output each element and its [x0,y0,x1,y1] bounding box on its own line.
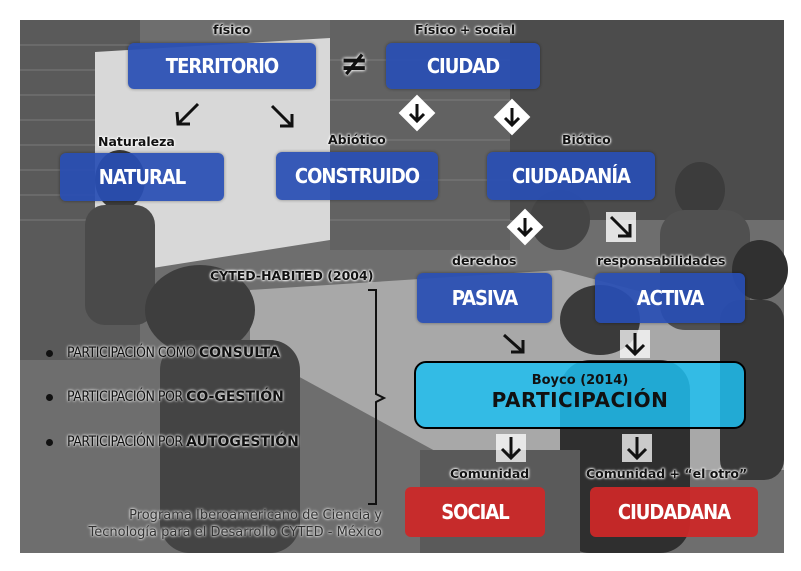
list-item-prefix: PARTICIPACIÓN POR [67,434,187,450]
not-equal-symbol: ≠ [340,44,369,84]
arrow-down-icon [503,107,521,128]
arrow-down-right-icon [270,104,294,128]
participacion-citation: Boyco (2014) [531,373,629,388]
list-item-prefix: PARTICIPACIÓN POR [67,389,187,405]
list-item-keyword: CONSULTA [198,345,281,361]
arrow-down-icon [622,434,652,462]
pasiva-box: PASIVA [417,273,552,323]
arrow-down-icon [496,434,526,462]
list-item-keyword: CO-GESTIÓN [186,389,284,405]
list-item: PARTICIPACIÓN COMO CONSULTA [46,345,280,361]
construido-caption: Abiótico [328,132,386,147]
construido-box: CONSTRUIDO [276,152,438,200]
arrow-chip-ciudad-ciudadania [493,98,531,136]
ciudadana-box: CIUDADANA [590,487,758,537]
footer-line-2: Tecnología para el Desarrollo CYTED - Mé… [88,525,383,540]
territorio-box: TERRITORIO [128,43,316,89]
list-item: PARTICIPACIÓN POR AUTOGESTIÓN [46,434,299,450]
arrow-down-right-icon [606,212,636,242]
arrow-down-icon [408,103,426,124]
list-item-keyword: AUTOGESTIÓN [186,434,299,450]
list-item: PARTICIPACIÓN POR CO-GESTIÓN [46,389,284,405]
ciudadania-box: CIUDADANÍA [487,152,655,200]
activa-caption: responsabilidades [597,253,726,268]
arrow-chip-ciudad-construido [398,94,436,132]
pasiva-caption: derechos [452,253,517,268]
social-box: SOCIAL [405,487,545,537]
footer-credit: Programa Iberoamericano de Ciencia y Tec… [6,507,383,541]
arrow-down-icon [516,218,534,238]
right-brace-icon [368,289,387,505]
arrow-chip-ciudadania-pasiva [506,208,544,246]
bullet-dot [46,349,53,357]
social-caption: Comunidad [450,466,530,481]
list-item-prefix: PARTICIPACIÓN COMO [67,345,199,361]
ciudad-box: CIUDAD [386,43,540,89]
bullet-dot [46,393,53,401]
participacion-label: PARTICIPACIÓN [491,388,669,412]
bullet-dot [46,438,53,446]
arrow-down-icon [620,330,650,358]
cyted-heading: CYTED-HABITED (2004) [210,268,374,283]
arrow-down-right-icon [502,333,525,354]
arrow-down-left-icon [175,102,200,126]
territorio-caption: físico [213,22,251,37]
natural-caption: Naturaleza [98,134,175,149]
ciudadania-caption: Biótico [562,132,611,147]
ciudadana-caption: Comunidad + “el otro” [586,466,748,481]
activa-box: ACTIVA [595,273,745,323]
footer-line-1: Programa Iberoamericano de Ciencia y [129,508,382,523]
participacion-box: Boyco (2014) PARTICIPACIÓN [414,361,746,429]
natural-box: NATURAL [60,153,224,201]
ciudad-caption: Físico + social [415,22,516,37]
